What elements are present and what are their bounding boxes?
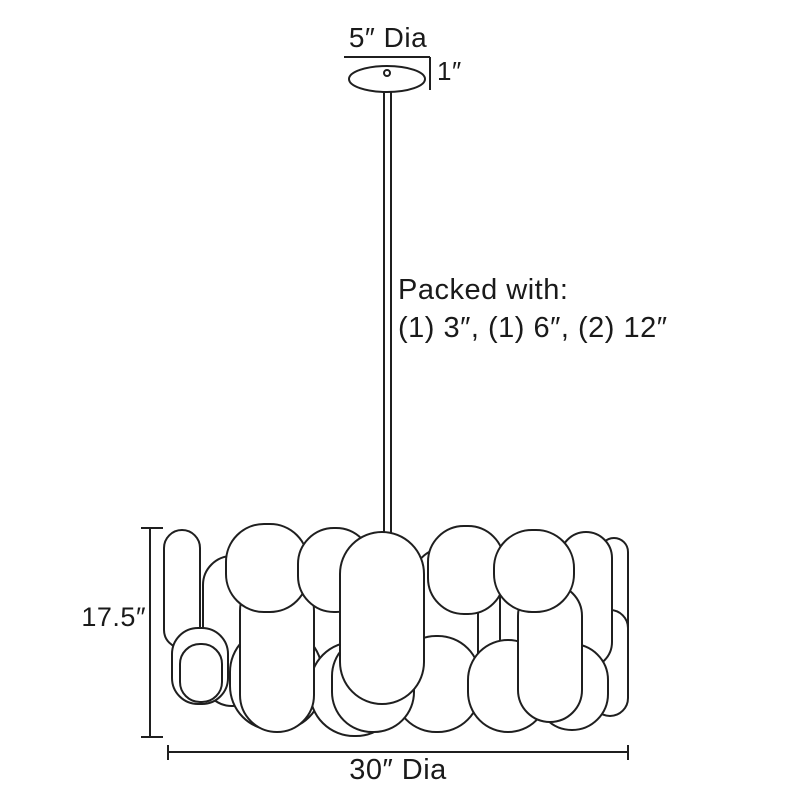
canopy-height-label: 1″ (437, 56, 462, 86)
shade-height-label: 17.5″ (81, 602, 146, 632)
pebble-shade-drum (163, 523, 629, 737)
hanging-rod (383, 82, 392, 545)
packed-with-title: Packed with: (398, 274, 569, 306)
packed-with-items: (1) 3″, (1) 6″, (2) 12″ (398, 312, 668, 344)
canopy-screw-icon (383, 69, 391, 77)
height-dimension-line (141, 527, 163, 738)
ceiling-canopy (348, 65, 426, 93)
shade-diameter-label: 30″ Dia (349, 754, 447, 786)
diameter-dimension-line (167, 745, 629, 760)
canopy-dimension-lines (344, 56, 431, 90)
canopy-diameter-label: 5″ Dia (348, 22, 428, 53)
